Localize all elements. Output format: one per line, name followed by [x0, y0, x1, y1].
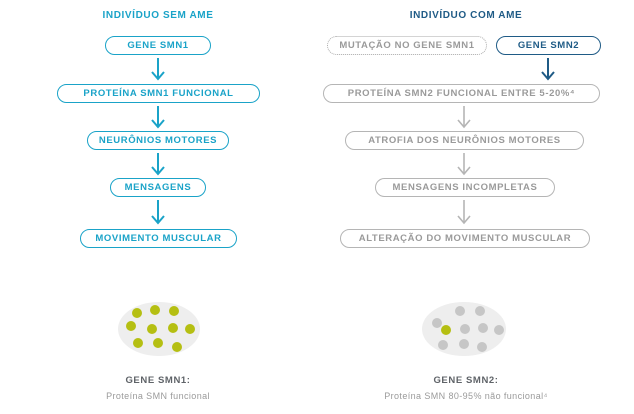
left-step-protein: PROTEÍNA SMN1 FUNCIONAL	[57, 84, 260, 103]
gray-dot	[432, 318, 442, 328]
green-dot	[172, 342, 182, 352]
left-step-muscle-movement: MOVIMENTO MUSCULAR	[80, 229, 237, 248]
gray-dot	[494, 325, 504, 335]
right-step-muscle-alteration: ALTERAÇÃO DO MOVIMENTO MUSCULAR	[340, 229, 590, 248]
green-dot	[185, 324, 195, 334]
right-smn2-protein-circle	[422, 302, 506, 356]
right-step-neuron-atrophy: ATROFIA DOS NEURÔNIOS MOTORES	[345, 131, 584, 150]
right-step-protein: PROTEÍNA SMN2 FUNCIONAL ENTRE 5-20%⁴	[323, 84, 600, 103]
green-dot	[168, 323, 178, 333]
right-arrow-3	[457, 153, 471, 176]
right-caption: GENE SMN2:	[433, 375, 499, 386]
gray-dot	[460, 324, 470, 334]
right-arrow-1	[541, 58, 555, 81]
green-dot	[150, 305, 160, 315]
left-smn1-protein-circle	[118, 302, 200, 356]
green-dot	[147, 324, 157, 334]
gray-dot	[438, 340, 448, 350]
left-arrow-2	[151, 106, 165, 129]
green-dot	[441, 325, 451, 335]
left-step-motor-neurons: NEURÔNIOS MOTORES	[87, 131, 229, 150]
green-dot	[169, 306, 179, 316]
left-arrow-4	[151, 200, 165, 225]
right-title: INDIVÍDUO COM AME	[409, 10, 523, 21]
right-arrow-4	[457, 200, 471, 225]
gray-dot	[459, 339, 469, 349]
gray-dot	[455, 306, 465, 316]
left-title: INDIVÍDUO SEM AME	[102, 10, 214, 21]
right-subcaption: Proteína SMN 80-95% não funcional⁴	[384, 391, 548, 401]
left-step-messages: MENSAGENS	[110, 178, 206, 197]
green-dot	[126, 321, 136, 331]
left-arrow-3	[151, 153, 165, 176]
gray-dot	[477, 342, 487, 352]
left-arrow-1	[151, 58, 165, 81]
gray-dot	[478, 323, 488, 333]
green-dot	[132, 308, 142, 318]
gray-dot	[475, 306, 485, 316]
right-gene-smn2: GENE SMN2	[496, 36, 601, 55]
left-subcaption: Proteína SMN funcional	[106, 391, 210, 401]
right-step-incomplete-messages: MENSAGENS INCOMPLETAS	[375, 178, 555, 197]
green-dot	[153, 338, 163, 348]
right-arrow-2	[457, 106, 471, 129]
right-mutation-box: MUTAÇÃO NO GENE SMN1	[327, 36, 487, 55]
green-dot	[133, 338, 143, 348]
left-step-gene-smn1: GENE SMN1	[105, 36, 211, 55]
left-caption: GENE SMN1:	[125, 375, 191, 386]
